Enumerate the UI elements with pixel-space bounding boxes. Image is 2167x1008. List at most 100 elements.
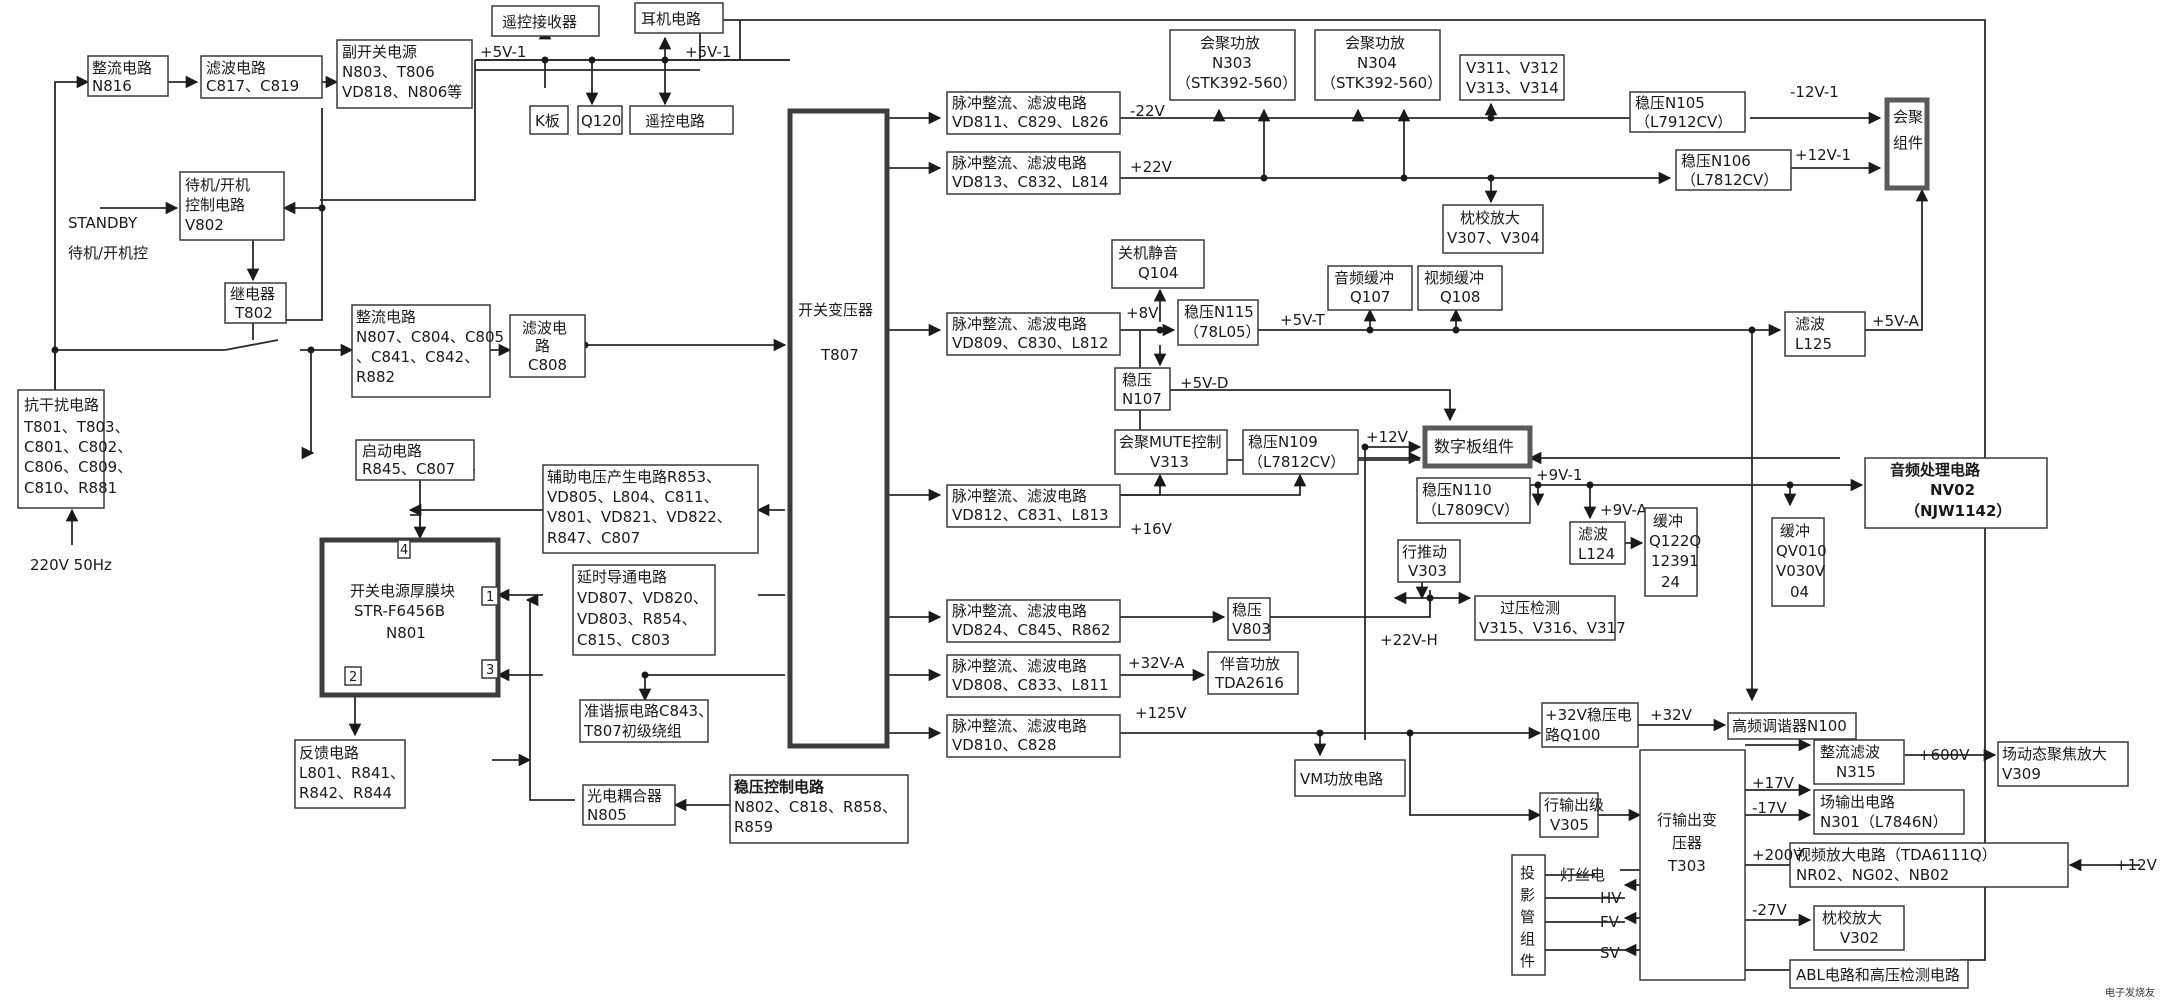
svg-text:投: 投 bbox=[1520, 864, 1535, 882]
svg-text:（L7912CV）: （L7912CV） bbox=[1635, 113, 1732, 131]
svg-text:继电器: 继电器 bbox=[230, 285, 275, 303]
block-feedback: 反馈电路 L801、R841、 R842、R844 bbox=[294, 739, 406, 809]
svg-text:数字板组件: 数字板组件 bbox=[1434, 437, 1514, 456]
svg-text:V803: V803 bbox=[1232, 620, 1271, 638]
svg-text:T807: T807 bbox=[820, 346, 859, 364]
svg-text:视频放大电路（TDA6111Q）: 视频放大电路（TDA6111Q） bbox=[1796, 846, 1997, 864]
svg-text:VD809、C830、L812: VD809、C830、L812 bbox=[952, 334, 1109, 352]
rail-label-plus12v: +12V bbox=[1366, 428, 1409, 446]
block-audio-amp-tda2616: 伴音功放 TDA2616 bbox=[1207, 651, 1299, 695]
svg-text:（NJW1142）: （NJW1142） bbox=[1905, 502, 2011, 520]
crt-pin-leads bbox=[1545, 874, 1625, 951]
block-standby-control: 待机/开机 控制电路 V802 bbox=[179, 171, 285, 241]
block-overvoltage-detect: 过压检测 V315、V316、V317 bbox=[1474, 595, 1626, 641]
rail-label-plus5va: +5V-A bbox=[1872, 312, 1920, 330]
block-h-drive: 行推动 V303 bbox=[1397, 539, 1461, 583]
svg-text:滤波: 滤波 bbox=[1795, 315, 1825, 333]
svg-text:稳压: 稳压 bbox=[1232, 601, 1262, 619]
svg-text:启动电路: 启动电路 bbox=[362, 442, 422, 460]
block-pulse-rect-5: 脉冲整流、滤波电路 VD824、C845、R862 bbox=[946, 599, 1121, 643]
rail-label-plus32v: +32V bbox=[1650, 706, 1693, 724]
block-video-amp: 视频放大电路（TDA6111Q） NR02、NG02、NB02 bbox=[1789, 842, 2069, 888]
svg-text:延时导通电路: 延时导通电路 bbox=[577, 568, 667, 586]
svg-text:枕校放大: 枕校放大 bbox=[1460, 209, 1520, 227]
rail-label-plus16v: +16V bbox=[1130, 520, 1173, 538]
block-fbt-t303: 行输出变 压器 T303 bbox=[1639, 749, 1746, 981]
module-pin-4: 4 bbox=[400, 543, 408, 558]
svg-text:伴音功放: 伴音功放 bbox=[1220, 655, 1280, 673]
svg-text:R859: R859 bbox=[734, 818, 773, 836]
svg-text:VD818、N806等: VD818、N806等 bbox=[342, 83, 462, 101]
svg-text:会聚功放: 会聚功放 bbox=[1200, 34, 1260, 52]
svg-text:N107: N107 bbox=[1122, 390, 1162, 408]
svg-text:抗干扰电路: 抗干扰电路 bbox=[24, 396, 99, 414]
block-conv-amp-n304: 会聚功放 N304 （STK392-560） bbox=[1314, 29, 1442, 101]
svg-text:枕校放大: 枕校放大 bbox=[1822, 909, 1882, 927]
junction-dots bbox=[51, 56, 1794, 819]
block-filter-c817: 滤波电路 C817、C819 bbox=[200, 55, 323, 99]
svg-text:N805: N805 bbox=[587, 806, 627, 824]
svg-text:行推动: 行推动 bbox=[1402, 543, 1447, 561]
svg-text:Q122Q: Q122Q bbox=[1649, 532, 1701, 550]
svg-text:V313: V313 bbox=[1150, 453, 1189, 471]
block-h-output-v305: 行输出级 V305 bbox=[1539, 792, 1604, 838]
svg-text:VD807、VD820、: VD807、VD820、 bbox=[577, 589, 708, 607]
svg-text:整流电路: 整流电路 bbox=[356, 308, 416, 326]
svg-text:VD811、C829、L826: VD811、C829、L826 bbox=[952, 113, 1109, 131]
svg-text:STR-F6456B: STR-F6456B bbox=[354, 602, 445, 620]
svg-text:稳压控制电路: 稳压控制电路 bbox=[734, 778, 825, 796]
svg-text:稳压N115: 稳压N115 bbox=[1184, 303, 1254, 321]
svg-text:稳压N106: 稳压N106 bbox=[1681, 152, 1751, 170]
svg-text:N816: N816 bbox=[92, 77, 132, 95]
svg-text:脉冲整流、滤波电路: 脉冲整流、滤波电路 bbox=[952, 717, 1087, 735]
svg-text:光电耦合器: 光电耦合器 bbox=[587, 787, 662, 805]
svg-text:整流电路: 整流电路 bbox=[92, 59, 152, 77]
crt-pin-sv: SV bbox=[1600, 944, 1621, 962]
svg-text:VD808、C833、L811: VD808、C833、L811 bbox=[952, 676, 1109, 694]
svg-text:滤波电: 滤波电 bbox=[522, 319, 567, 337]
svg-text:（L7809CV）: （L7809CV） bbox=[1422, 501, 1519, 519]
block-relay: 继电器 T802 bbox=[224, 282, 287, 324]
svg-text:滤波电路: 滤波电路 bbox=[206, 59, 266, 77]
svg-text:路: 路 bbox=[535, 337, 550, 355]
svg-text:04: 04 bbox=[1790, 583, 1809, 601]
svg-text:反馈电路: 反馈电路 bbox=[299, 744, 359, 762]
block-pincushion-amp: 枕校放大 V307、V304 bbox=[1442, 204, 1544, 254]
svg-text:VD810、C828: VD810、C828 bbox=[952, 736, 1057, 754]
block-pulse-rect-7: 脉冲整流、滤波电路 VD810、C828 bbox=[946, 714, 1121, 758]
svg-text:C810、R881: C810、R881 bbox=[24, 479, 117, 497]
block-aux-voltage: 辅助电压产生电路R853、 VD805、L804、C811、 V801、VD82… bbox=[542, 464, 759, 554]
svg-text:脉冲整流、滤波电路: 脉冲整流、滤波电路 bbox=[952, 154, 1087, 172]
svg-text:音频缓冲: 音频缓冲 bbox=[1334, 269, 1394, 287]
svg-text:滤波: 滤波 bbox=[1578, 525, 1608, 543]
block-pulse-rect-3: 脉冲整流、滤波电路 VD809、C830、L812 bbox=[946, 312, 1121, 356]
svg-text:待机/开机: 待机/开机 bbox=[185, 176, 250, 194]
svg-text:QV010: QV010 bbox=[1776, 542, 1827, 560]
svg-text:（STK392-560）: （STK392-560） bbox=[1321, 74, 1442, 92]
svg-text:耳机电路: 耳机电路 bbox=[641, 10, 701, 28]
svg-text:VD812、C831、L813: VD812、C831、L813 bbox=[952, 506, 1109, 524]
svg-text:L801、R841、: L801、R841、 bbox=[299, 764, 405, 782]
svg-text:Q104: Q104 bbox=[1138, 264, 1178, 282]
svg-text:Q120: Q120 bbox=[581, 112, 621, 130]
block-reg-32v-q100: +32V稳压电 路Q100 bbox=[1541, 702, 1639, 748]
rail-label-plus22v: +22V bbox=[1130, 158, 1173, 176]
svg-text:行输出变: 行输出变 bbox=[1657, 811, 1717, 829]
svg-text:管: 管 bbox=[1520, 908, 1535, 926]
block-video-buffer-q108: 视频缓冲 Q108 bbox=[1417, 265, 1503, 311]
block-abl-hv-detect: ABL电路和高压检测电路 bbox=[1789, 959, 1969, 989]
rail-label-plus9va: +9V-A bbox=[1600, 501, 1648, 519]
block-reg-n107: 稳压 N107 bbox=[1114, 367, 1171, 411]
rail-label-plus5vt: +5V-T bbox=[1280, 311, 1326, 329]
svg-text:C801、C802、: C801、C802、 bbox=[24, 438, 132, 456]
svg-text:R845、C807: R845、C807 bbox=[362, 460, 455, 478]
svg-text:稳压N105: 稳压N105 bbox=[1635, 94, 1705, 112]
rail-label-plus9v1: +9V-1 bbox=[1536, 466, 1582, 484]
block-pincushion-v302: 枕校放大 V302 bbox=[1813, 905, 1905, 951]
rail-label-plus8v: +8V bbox=[1126, 304, 1159, 322]
block-reg-n105: 稳压N105 （L7912CV） bbox=[1629, 91, 1746, 133]
svg-text:会聚MUTE控制: 会聚MUTE控制 bbox=[1119, 433, 1222, 451]
block-headphone: 耳机电路 bbox=[634, 2, 724, 34]
svg-text:ABL电路和高压检测电路: ABL电路和高压检测电路 bbox=[1796, 966, 1960, 984]
svg-text:24: 24 bbox=[1661, 573, 1680, 591]
